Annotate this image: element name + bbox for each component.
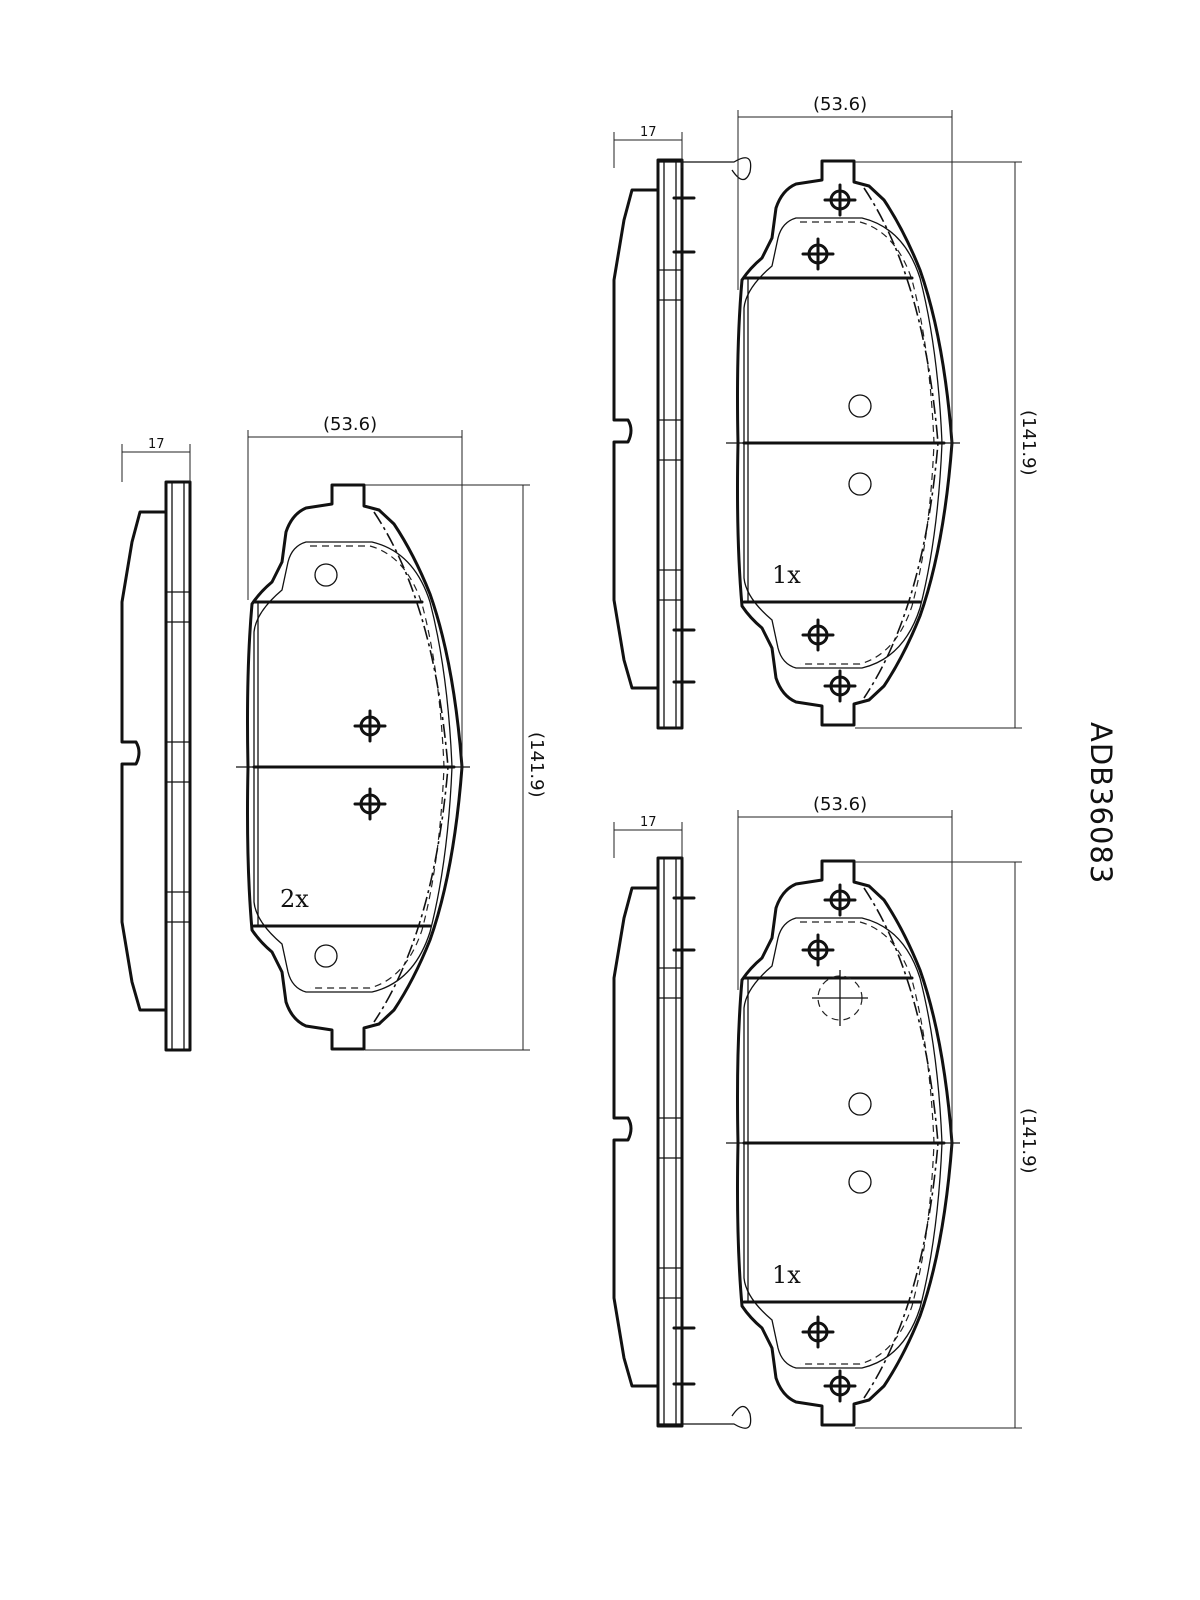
top-right-side-profile	[612, 157, 752, 730]
center-cross-icon	[801, 1315, 835, 1349]
hole-icon	[848, 1092, 872, 1116]
hole-icon	[314, 563, 338, 587]
height-dimension: (141.9)	[526, 732, 547, 798]
center-cross-icon	[823, 669, 857, 703]
center-cross-icon	[353, 709, 387, 743]
wear-sensor-clip	[658, 1405, 752, 1429]
wear-sensor-clip	[658, 157, 752, 181]
width-dimension: (53.6)	[323, 414, 377, 435]
quantity-label: 2x	[280, 885, 309, 913]
width-dimension: (53.6)	[813, 94, 867, 115]
center-cross-icon	[823, 183, 857, 217]
part-number-label: ADB36083	[1084, 722, 1118, 884]
left-pad-outline: 2x	[234, 483, 472, 1051]
width-dimension: (53.6)	[813, 794, 867, 815]
quantity-label: 1x	[772, 1261, 801, 1289]
bottom-right-view: 1x 17 (53.6) (141.9)	[612, 794, 1039, 1429]
hole-icon	[848, 1170, 872, 1194]
top-right-pad-outline: 1x	[724, 159, 962, 727]
height-dimension: (141.9)	[1018, 1108, 1039, 1174]
thickness-dimension: 17	[640, 815, 657, 830]
height-dimension: (141.9)	[1018, 410, 1039, 476]
hole-icon	[314, 944, 338, 968]
left-side-profile	[120, 480, 192, 1052]
center-cross-icon	[823, 883, 857, 917]
bottom-right-side-profile	[612, 856, 752, 1429]
thickness-dimension: 17	[148, 437, 165, 452]
center-cross-icon	[801, 618, 835, 652]
bottom-right-pad-outline: 1x	[724, 859, 962, 1427]
hole-icon	[848, 394, 872, 418]
left-view: 2x 17 (53.6) (141.9)	[120, 414, 547, 1052]
thickness-dimension: 17	[640, 125, 657, 140]
center-cross-icon	[801, 237, 835, 271]
quantity-label: 1x	[772, 561, 801, 589]
hole-icon	[848, 472, 872, 496]
center-cross-icon	[823, 1369, 857, 1403]
center-cross-icon	[801, 933, 835, 967]
center-cross-icon	[353, 787, 387, 821]
top-right-view: 1x 17 (53.6) (141.9)	[612, 94, 1039, 730]
